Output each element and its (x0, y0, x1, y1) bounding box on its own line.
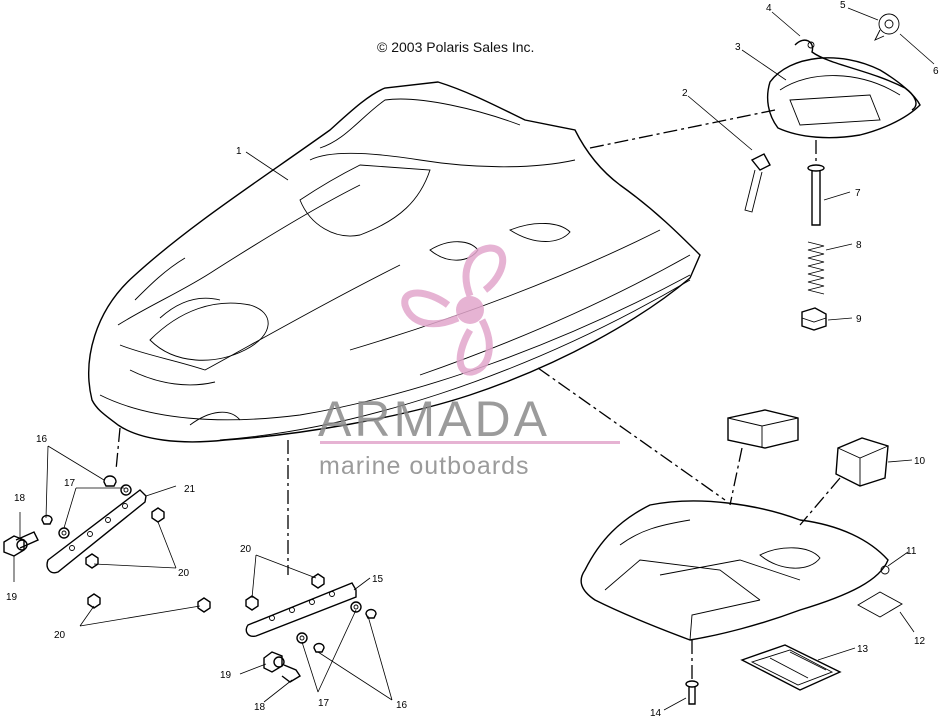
part-13-grille (740, 644, 842, 691)
callout-20-b: 20 (54, 630, 66, 641)
callout-19-right: 19 (220, 670, 232, 681)
callout-20-a: 20 (178, 568, 190, 579)
hardware-right (197, 573, 377, 683)
hardware-left (3, 475, 165, 609)
callout-19-left: 19 (6, 592, 18, 603)
callout-11: 11 (906, 546, 917, 557)
assembly-lines (115, 109, 841, 680)
watermark-rule (320, 441, 620, 444)
callout-10: 10 (914, 456, 926, 467)
part-7-bolt (807, 164, 825, 226)
callout-12: 12 (914, 636, 926, 647)
part-14-screw (685, 680, 699, 705)
callout-17-right: 17 (318, 698, 330, 709)
part-12-label (857, 591, 903, 618)
copyright-text: © 2003 Polaris Sales Inc. (377, 39, 534, 55)
callout-20-c: 20 (240, 544, 252, 555)
callout-16-left: 16 (36, 434, 48, 445)
callout-21: 21 (184, 484, 196, 495)
callout-13: 13 (857, 644, 869, 655)
callout-17-left: 17 (64, 478, 76, 489)
leader-lines (13, 7, 935, 711)
callout-2: 2 (682, 88, 688, 99)
watermark-brand: ARMADA (318, 391, 550, 447)
callout-18-left: 18 (14, 493, 26, 504)
callout-3: 3 (735, 42, 741, 53)
part-2-strip (744, 153, 771, 213)
callout-15: 15 (372, 574, 384, 585)
under-tray-assembly (580, 500, 889, 641)
bracket-15 (245, 582, 357, 638)
watermark-tagline: marine outboards (319, 452, 530, 480)
callout-8: 8 (856, 240, 862, 251)
propeller-icon (401, 244, 507, 376)
callout-14: 14 (650, 708, 662, 717)
callout-numbers: 1 2 3 4 5 6 7 8 9 10 11 12 13 13 14 15 1… (6, 0, 939, 717)
callout-5: 5 (840, 0, 846, 11)
hood-assembly (88, 81, 701, 443)
part-9-nut (801, 307, 827, 331)
bracket-21 (46, 489, 147, 574)
callout-6: 6 (933, 66, 939, 77)
callout-9: 9 (856, 314, 862, 325)
callout-1: 1 (236, 146, 242, 157)
part-11-screw (880, 565, 890, 575)
callout-16-right: 16 (396, 700, 408, 711)
callout-18-right: 18 (254, 702, 266, 713)
windshield-assembly (766, 13, 921, 139)
callout-4: 4 (766, 3, 772, 14)
part-8-spring (807, 241, 825, 295)
foam-block-left (727, 409, 799, 449)
callout-7: 7 (855, 188, 861, 199)
watermark-logo: ARMADA marine outboards (318, 244, 620, 480)
foam-block-right (835, 437, 889, 487)
